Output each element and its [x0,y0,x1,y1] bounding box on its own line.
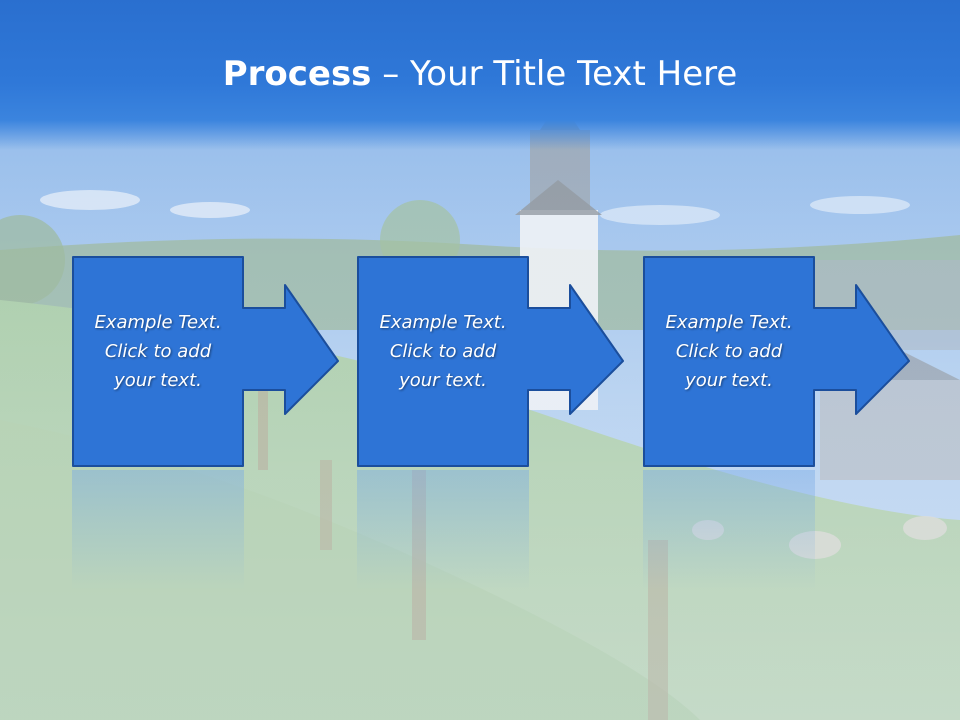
process-step-text[interactable]: Example Text. Click to add your text. [379,312,507,391]
step-2-reflection [357,470,529,590]
title-bold: Process [222,54,372,94]
arrow-box-shape [72,256,339,467]
process-step-text[interactable]: Example Text. Click to add your text. [665,312,793,391]
process-step-text[interactable]: Example Text. Click to add your text. [94,312,222,391]
step-3-reflection [643,470,815,590]
process-step-3[interactable]: Example Text. Click to add your text. [643,256,913,468]
arrow-box-shape [643,256,910,467]
process-step-2[interactable]: Example Text. Click to add your text. [357,256,627,468]
step-1-reflection [72,470,244,590]
title-rest: – Your Title Text Here [371,54,738,94]
arrow-box-shape [357,256,624,467]
title-bar [0,0,960,150]
process-step-1[interactable]: Example Text. Click to add your text. [72,256,342,468]
slide-title[interactable]: Process – Your Title Text Here [0,52,960,96]
